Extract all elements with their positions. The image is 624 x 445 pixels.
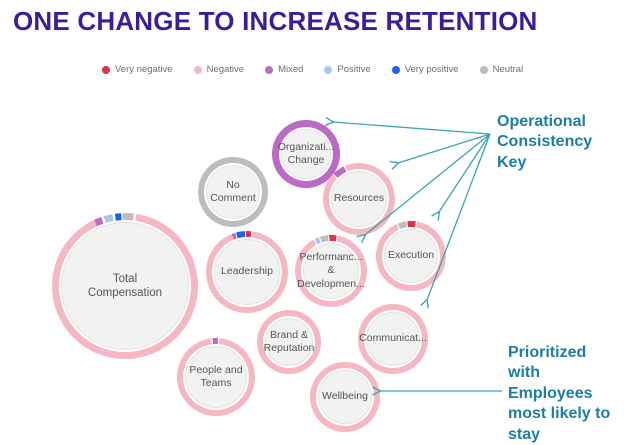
bubble-label-line: Leadership [221, 265, 273, 278]
bubble-inner: Brand &Reputation [264, 318, 315, 366]
bubble-label-line: Teams [200, 377, 232, 389]
legend-dot [324, 65, 333, 74]
legend-item-mixed[interactable]: Mixed [265, 64, 303, 75]
annotation-prioritized-stay: Prioritized with Employees most likely t… [508, 344, 611, 443]
bubble-label-line: Communicat... [359, 332, 427, 345]
legend-item-very-positive[interactable]: Very positive [391, 64, 459, 75]
legend-dot [391, 65, 400, 74]
bubble-performance-development[interactable]: Performanc...&Developmen... [295, 235, 367, 307]
bubble-label: Performanc...&Developmen... [297, 251, 365, 290]
bubble-label: Organizati...Change [278, 141, 335, 167]
bubble-label-line: Compensation [87, 287, 163, 299]
bubble-organizational-change[interactable]: Organizati...Change [272, 120, 340, 188]
bubble-label-line: Change [287, 154, 325, 166]
bubble-wellbeing[interactable]: Wellbeing [310, 362, 380, 432]
bubble-ring-gap: Execution [382, 227, 440, 285]
legend-dot [479, 65, 488, 74]
bubble-ring-gap: Resources [329, 169, 389, 229]
bubble-ring-gap: Leadership [212, 237, 282, 307]
annotation-operational-consistency: Operational Consistency Key [497, 113, 593, 171]
legend-item-label: Negative [206, 64, 245, 75]
legend: Very negative Negative Mixed Positive Very p… [102, 64, 523, 75]
bubble-label: Brand &Reputation [264, 329, 315, 355]
bubble-inner: Wellbeing [318, 370, 372, 424]
bubble-ring-gap: Organizati...Change [278, 127, 334, 181]
bubble-ring-gap: Wellbeing [316, 368, 374, 426]
bubble-ring-gap: Performanc...&Developmen... [297, 241, 365, 301]
bubble-label-line: Resources [333, 192, 385, 205]
bubble-label-line: Brand & [270, 328, 308, 341]
bubble-label-line: Reputation [263, 342, 315, 354]
bubble-leadership[interactable]: Leadership [206, 231, 288, 313]
bubble-inner: Communicat... [359, 312, 427, 366]
bubble-inner: Execution [384, 229, 438, 283]
bubble-label-line: Wellbeing [322, 390, 368, 403]
bubble-label-line: People and [189, 363, 243, 376]
bubble-label-line: Total [112, 272, 138, 285]
legend-item-label: Very positive [404, 64, 459, 75]
bubble-label-line: No [226, 178, 240, 191]
legend-dot [193, 65, 202, 74]
bubble-ring-gap: Communicat... [359, 310, 427, 368]
bubble-label-line: Comment [210, 192, 256, 204]
legend-dot [102, 65, 110, 74]
bubble-execution[interactable]: Execution [376, 221, 446, 291]
legend-item-label: Positive [337, 64, 371, 75]
bubble-label: Communicat... [359, 332, 427, 345]
bubble-label: Execution [388, 249, 434, 262]
legend-item-label: Neutral [492, 64, 524, 75]
bubble-label: Wellbeing [322, 390, 368, 403]
bubble-label: Leadership [221, 265, 273, 278]
bubble-label-line: Performanc... [299, 251, 363, 264]
page-title: ONE CHANGE TO INCREASE RETENTION [13, 6, 538, 36]
legend-item-label: Mixed [278, 64, 304, 75]
legend-item-negative[interactable]: Negative [193, 64, 245, 75]
bubble-resources[interactable]: Resources [323, 163, 395, 235]
legend-dot [265, 65, 274, 74]
bubble-label-line: Execution [387, 249, 435, 262]
bubble-label-line: Organizati... [277, 140, 335, 153]
bubble-ring-gap: Brand &Reputation [263, 316, 315, 368]
bubble-inner: Resources [331, 171, 387, 227]
bubble-communication[interactable]: Communicat... [358, 304, 428, 374]
bubble-label-line: Developmen... [297, 277, 365, 290]
bubble-label: Resources [334, 192, 384, 205]
bubble-inner: Leadership [214, 239, 280, 305]
legend-item-label: Very negative [115, 64, 173, 75]
legend-item-very-negative[interactable]: Very negative [102, 64, 173, 75]
bubble-inner: Performanc...&Developmen... [297, 243, 365, 299]
bubble-brand-reputation[interactable]: Brand &Reputation [257, 310, 321, 374]
legend-item-positive[interactable]: Positive [324, 64, 371, 75]
bubble-inner: Organizati...Change [278, 129, 334, 179]
legend-item-neutral[interactable]: Neutral [479, 64, 524, 75]
bubble-label-line: & [327, 264, 335, 277]
